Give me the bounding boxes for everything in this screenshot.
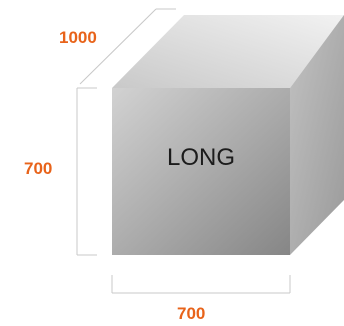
box-front-label: LONG (166, 144, 235, 171)
box-top-face (112, 15, 344, 88)
box-front-face (112, 88, 290, 255)
height-dimension-line (76, 87, 97, 256)
box-side-face (290, 15, 344, 255)
depth-dimension-line (79, 8, 176, 85)
width-dimension-line (111, 275, 291, 294)
height-dimension-label: 700 (24, 159, 53, 178)
width-dimension-label: 700 (177, 304, 206, 323)
depth-dimension-label: 1000 (59, 28, 97, 47)
